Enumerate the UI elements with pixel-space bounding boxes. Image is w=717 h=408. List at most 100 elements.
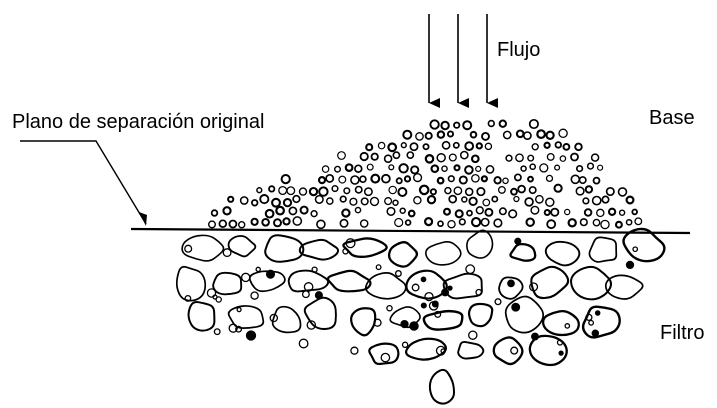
base-particle	[531, 206, 539, 214]
migrated-fine-particle	[237, 308, 241, 312]
base-particle	[500, 121, 506, 127]
migrated-fine-particle	[185, 245, 192, 252]
base-particle	[385, 198, 392, 205]
migrated-fine-particle	[559, 351, 563, 355]
filter-label: Filtro	[660, 322, 704, 344]
base-particle	[532, 144, 538, 150]
base-particle	[395, 219, 403, 227]
base-particle	[350, 198, 357, 205]
base-particle	[547, 154, 554, 161]
base-particle	[438, 221, 443, 226]
base-particle	[310, 188, 317, 195]
base-particle	[414, 197, 421, 204]
base-particle	[602, 196, 608, 202]
base-particle	[607, 188, 614, 195]
migrated-fine-particle	[633, 247, 637, 251]
base-particle	[515, 174, 521, 180]
migrated-fine-particle	[299, 339, 308, 348]
base-particle	[425, 218, 432, 225]
base-particle	[506, 155, 512, 161]
migrated-fine-particle	[410, 322, 418, 330]
base-particle	[282, 175, 290, 183]
base-particle	[361, 153, 368, 160]
filter-gravel-stone	[426, 242, 461, 265]
base-particle	[393, 152, 399, 158]
base-particle	[536, 196, 543, 203]
base-particle	[448, 221, 455, 228]
migrated-fine-particle	[441, 349, 445, 353]
base-particle	[545, 143, 550, 148]
base-particle	[559, 129, 567, 137]
base-particle	[454, 123, 459, 128]
base-particle	[293, 217, 301, 225]
migrated-fine-particle	[532, 333, 539, 340]
migrated-fine-particle	[207, 289, 215, 297]
base-particle	[461, 152, 468, 159]
base-particle	[266, 210, 274, 218]
migrated-fine-particle	[412, 284, 419, 291]
pointer-leader-line	[20, 141, 146, 224]
migrated-fine-particle	[316, 292, 323, 299]
base-particle	[528, 177, 533, 182]
base-particle	[301, 207, 308, 214]
base-particle	[528, 155, 534, 161]
base-particle	[556, 142, 562, 148]
base-particle	[293, 196, 300, 203]
base-particle	[366, 144, 372, 150]
base-particle	[371, 197, 379, 205]
base-particle	[414, 174, 422, 182]
migrated-fine-particle	[387, 306, 392, 311]
migrated-fine-particle	[448, 286, 452, 290]
base-particle	[521, 166, 526, 171]
base-particle	[229, 221, 236, 228]
base-particle	[592, 154, 599, 161]
base-particle	[601, 220, 609, 228]
base-particle	[351, 176, 359, 184]
base-particle	[564, 144, 570, 150]
migrated-fine-particle	[242, 273, 250, 281]
migrated-fine-particle	[589, 321, 594, 326]
flow-label: Flujo	[497, 39, 540, 61]
base-particle	[406, 220, 411, 225]
base-particle	[460, 219, 466, 225]
base-particle	[547, 132, 554, 139]
pointer-arrowhead	[139, 212, 147, 226]
base-particle	[555, 165, 560, 170]
filter-gravel-stone	[589, 237, 616, 262]
base-particle	[594, 178, 600, 184]
base-particle	[527, 219, 534, 226]
filter-gravel-stone	[229, 236, 256, 256]
filter-gravel-stone	[177, 267, 205, 301]
filter-gravel-stone	[406, 339, 446, 360]
base-particle	[438, 178, 444, 184]
migrated-fine-particle	[247, 331, 256, 340]
base-particle	[322, 166, 328, 172]
base-particle	[423, 144, 428, 149]
migrated-fine-particle	[256, 267, 260, 271]
filter-gravel-stone	[366, 273, 406, 299]
base-particle	[372, 154, 378, 160]
base-particle	[571, 175, 579, 183]
base-particle	[340, 196, 346, 202]
base-particle	[426, 155, 433, 162]
base-particle	[593, 219, 599, 225]
base-particle	[580, 177, 586, 183]
filter-gravel-stone	[424, 311, 462, 330]
filter-gravel-stone	[189, 302, 215, 331]
base-particle	[545, 210, 550, 215]
base-particle	[410, 143, 417, 150]
base-particle	[287, 187, 295, 195]
base-particle	[311, 211, 317, 217]
base-particle	[593, 197, 601, 205]
flow-arrows	[429, 14, 487, 103]
base-particle	[488, 121, 494, 127]
filter-gravel-stone	[458, 342, 483, 359]
base-particle	[340, 220, 347, 227]
base-particle	[499, 187, 506, 194]
base-particle	[300, 188, 307, 195]
filter-gravel-stone	[300, 240, 338, 260]
base-particle	[403, 131, 411, 139]
base-particle	[555, 185, 562, 192]
base-particle	[546, 198, 554, 206]
base-particle	[465, 166, 473, 174]
